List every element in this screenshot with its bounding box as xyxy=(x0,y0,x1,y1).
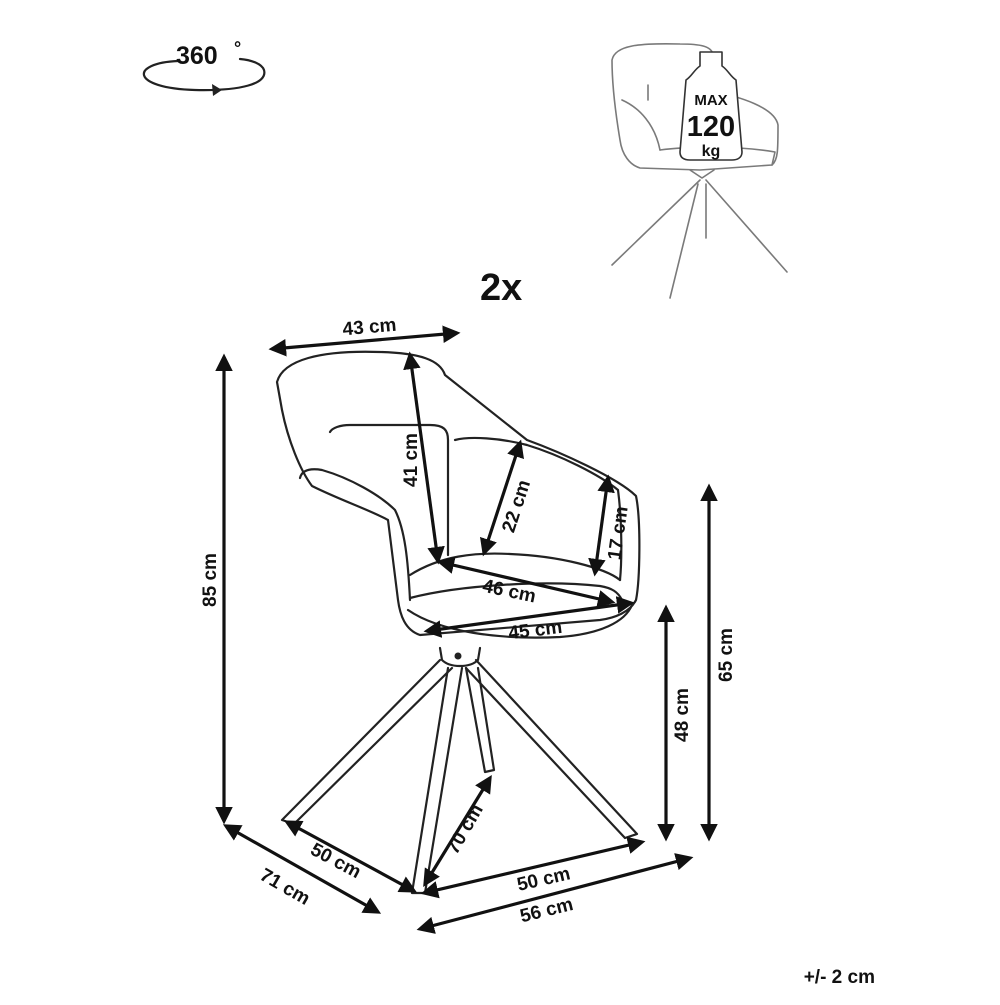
dim-arrow-back-width xyxy=(268,325,461,357)
dim-arrow-armrest-inner xyxy=(480,439,524,557)
dim-arrow-overall-width xyxy=(416,853,694,934)
max-load-line3: kg xyxy=(702,143,721,160)
dim-label-armrest-height: 17 cm xyxy=(604,505,632,561)
dim-label-seat-width: 45 cm xyxy=(507,617,563,644)
dim-arrow-seat-width xyxy=(423,596,635,638)
quantity-label: 2x xyxy=(480,267,522,309)
max-load-illustration: MAX 120 kg xyxy=(611,42,788,299)
dim-label-seat-depth: 46 cm xyxy=(481,576,538,608)
dim-label-total-height: 85 cm xyxy=(200,553,221,607)
rotation-label: 360 xyxy=(176,42,218,70)
dimension-lines xyxy=(215,325,718,934)
rotation-degree: ° xyxy=(234,38,241,58)
dim-arrow-back-height xyxy=(403,351,445,565)
dim-arrow-seat-depth xyxy=(436,556,616,608)
chair-drawing xyxy=(275,350,641,895)
rotation-360-icon: 360 ° xyxy=(143,38,266,96)
dim-label-seat-height: 48 cm xyxy=(672,688,693,742)
dim-label-leg-span: 70 cm xyxy=(443,801,488,858)
max-load-line2: 120 xyxy=(687,111,735,143)
dim-label-overall-width: 56 cm xyxy=(518,894,575,927)
max-load-line1: MAX xyxy=(694,92,727,109)
dim-arrow-overall-depth xyxy=(222,824,382,914)
tolerance-note: +/- 2 cm xyxy=(804,967,875,988)
dim-label-armrest-floor-height: 65 cm xyxy=(716,628,737,682)
dim-label-armrest-inner: 22 cm xyxy=(498,477,535,535)
dim-label-back-width: 43 cm xyxy=(342,315,398,341)
dim-label-back-height: 41 cm xyxy=(401,433,422,487)
